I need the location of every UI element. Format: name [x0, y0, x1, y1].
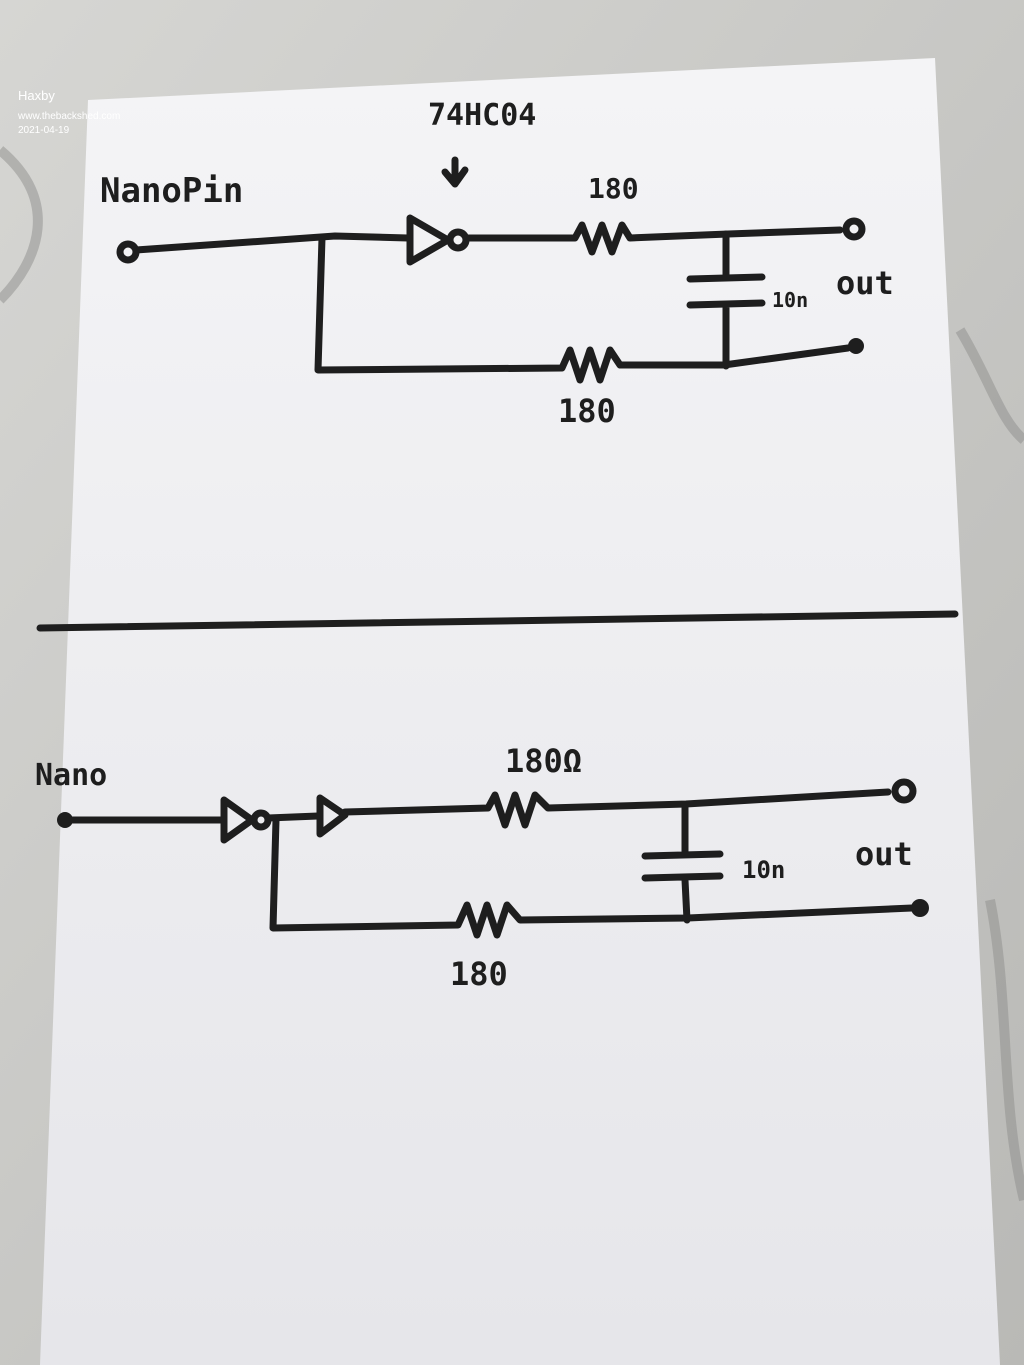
- output-terminal-bottom: [848, 338, 864, 354]
- input-label: Nano: [35, 758, 107, 793]
- resistor-bottom: [269, 816, 916, 939]
- resistor-top-label: 180Ω: [505, 742, 582, 780]
- wire: [132, 232, 412, 254]
- watermark-date: 2021-04-19: [18, 125, 70, 136]
- inverter-symbol-2: [316, 794, 349, 838]
- output-label: out: [855, 835, 913, 873]
- capacitor-label: 10n: [772, 288, 808, 312]
- chip-label: 74HC04: [428, 98, 536, 133]
- input-label: NanoPin: [100, 171, 243, 211]
- resistor-bottom-label: 180: [450, 955, 508, 993]
- paper-sheet: [40, 58, 1000, 1365]
- inverter-symbol: [406, 214, 452, 266]
- output-terminal-bottom: [911, 899, 929, 917]
- resistor-top: [341, 788, 892, 829]
- capacitor-symbol: [686, 230, 766, 370]
- inverter-symbol-1: [220, 796, 256, 844]
- divider-line: [36, 610, 959, 632]
- arrow-down-icon: [441, 156, 469, 188]
- watermark-site: www.thebackshed.com: [17, 111, 120, 122]
- circuit-bottom: Nano 180Ω 180 10n out: [35, 742, 929, 993]
- capacitor-symbol: [641, 802, 724, 924]
- resistor-top-label: 180: [588, 172, 639, 205]
- resistor-bottom-label: 180: [558, 392, 616, 430]
- capacitor-label: 10n: [742, 856, 785, 884]
- circuit-top: 74HC04 NanoPin 180 180 10n out: [100, 98, 894, 430]
- output-label: out: [836, 264, 894, 302]
- output-terminal-top: [842, 217, 866, 241]
- output-terminal-top: [891, 778, 917, 804]
- resistor-bottom: [314, 234, 852, 384]
- watermark-user: Haxby: [18, 88, 55, 103]
- resistor-top: [462, 221, 844, 256]
- marble-vein: [0, 146, 1024, 1202]
